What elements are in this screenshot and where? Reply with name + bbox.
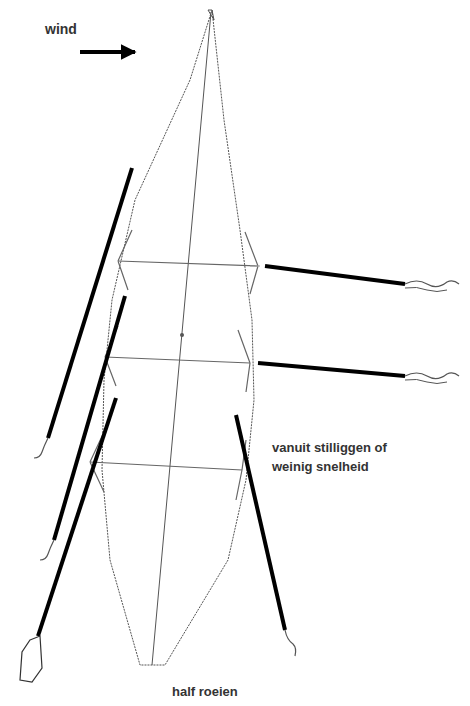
stowed-oars xyxy=(20,168,132,682)
center-dot xyxy=(180,333,184,337)
keel-line xyxy=(152,12,211,665)
hull-outline xyxy=(102,10,254,665)
extended-oars xyxy=(250,266,459,384)
riggers xyxy=(90,230,258,500)
note-label: vanuit stilliggen of weinig snelheid xyxy=(272,438,400,476)
wind-arrow xyxy=(80,50,135,54)
wind-label: wind xyxy=(45,20,77,39)
caption-label: half roeien xyxy=(172,682,238,701)
